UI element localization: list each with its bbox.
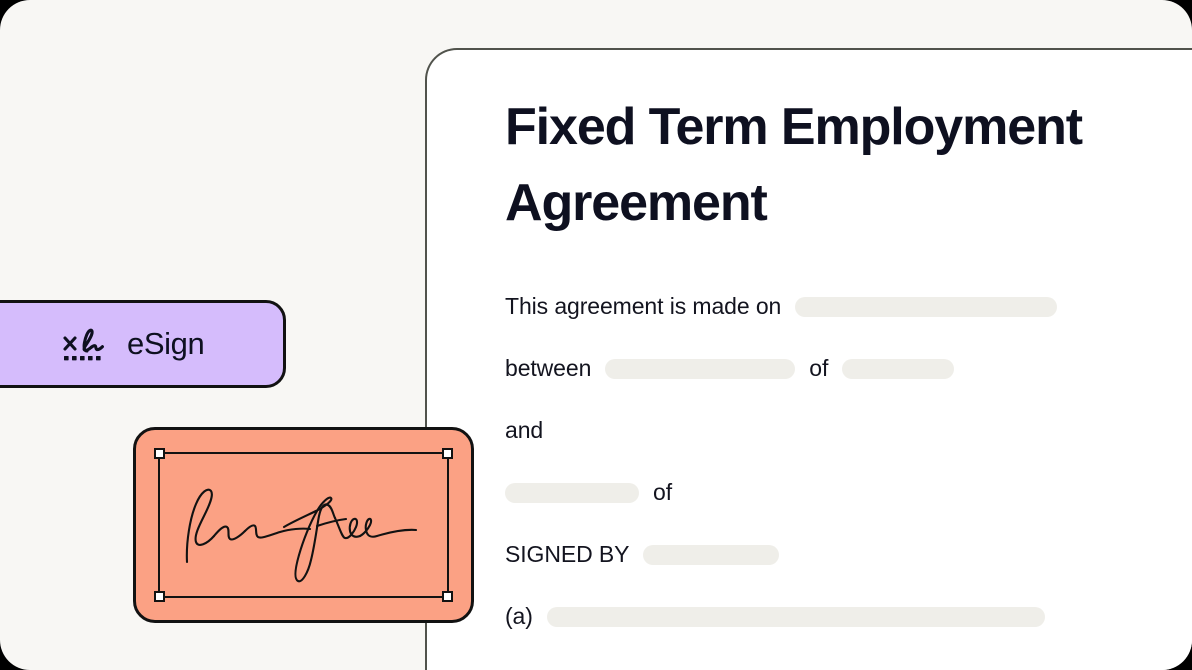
- document-text: (a): [505, 603, 533, 630]
- blank-field[interactable]: [842, 358, 955, 379]
- document-line-and: and: [505, 400, 1175, 462]
- document-text: between: [505, 355, 592, 382]
- blank-field[interactable]: [795, 296, 1058, 317]
- resize-handle-top-left[interactable]: [154, 448, 165, 459]
- document-text: of: [653, 479, 672, 506]
- document-text: This agreement is made on: [505, 293, 782, 320]
- document-text: and: [505, 417, 544, 444]
- document-content: Fixed Term Employment Agreement This agr…: [505, 90, 1175, 648]
- blank-field[interactable]: [546, 606, 1045, 627]
- document-text: SIGNED BY: [505, 541, 630, 568]
- document-line-clause-a: (a): [505, 586, 1175, 648]
- document-line-between-of: between of: [505, 338, 1175, 400]
- document-line-party-of: of: [505, 462, 1175, 524]
- signature-line-icon: [61, 324, 109, 364]
- signature-card[interactable]: [133, 427, 474, 623]
- resize-handle-bottom-right[interactable]: [442, 591, 453, 602]
- selection-frame[interactable]: [154, 448, 453, 602]
- blank-field[interactable]: [643, 544, 780, 565]
- document-line-made-on: This agreement is made on: [505, 276, 1175, 338]
- document-panel: Fixed Term Employment Agreement This agr…: [425, 48, 1192, 670]
- document-title: Fixed Term Employment Agreement: [505, 98, 1083, 232]
- blank-field[interactable]: [505, 482, 639, 503]
- esign-badge[interactable]: eSign: [0, 300, 286, 388]
- document-line-signed-by: SIGNED BY: [505, 524, 1175, 586]
- blank-field[interactable]: [605, 358, 796, 379]
- resize-handle-top-right[interactable]: [442, 448, 453, 459]
- document-text: of: [809, 355, 829, 382]
- signature-drawing: [185, 488, 418, 583]
- esign-label: eSign: [127, 326, 205, 361]
- resize-handle-bottom-left[interactable]: [154, 591, 165, 602]
